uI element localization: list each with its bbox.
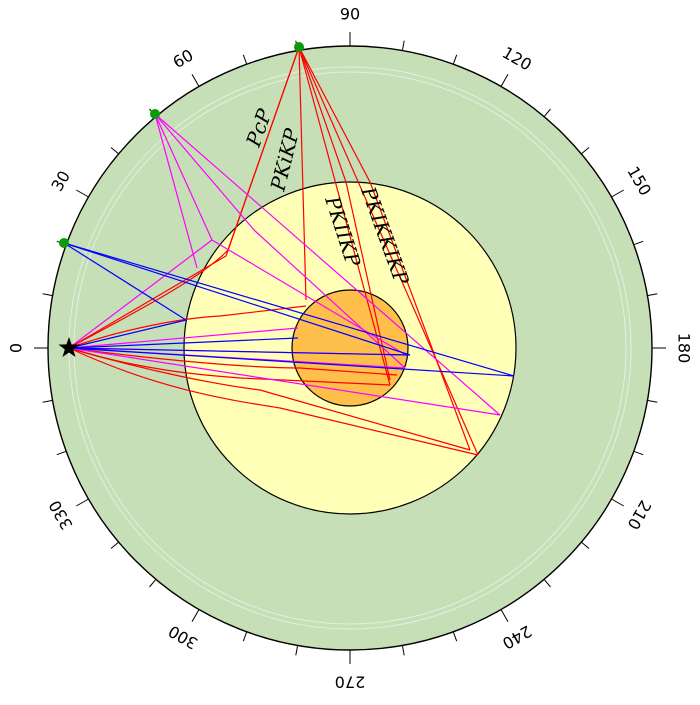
angle-tick — [242, 54, 248, 65]
ray-red-pcp — [68, 46, 300, 349]
angle-tick — [633, 450, 644, 456]
station-circle-icon — [59, 238, 69, 248]
angle-label: 150 — [623, 163, 655, 199]
ray-red-to-299-b — [298, 46, 391, 386]
angle-label: 180 — [675, 333, 694, 364]
angle-tick — [580, 541, 590, 549]
angle-label: 240 — [499, 621, 535, 653]
angle-tick — [56, 450, 67, 456]
angle-label: 90 — [340, 5, 360, 24]
ray-blue-2 — [63, 242, 411, 356]
angle-tick — [76, 189, 89, 198]
ray-blue-1 — [63, 242, 187, 321]
angle-tick — [191, 609, 200, 622]
angle-tick — [149, 578, 157, 588]
ray-magenta-5 — [68, 239, 213, 349]
angle-label: 0 — [7, 343, 26, 353]
ray-paths — [63, 46, 515, 456]
inner-core — [291, 289, 409, 407]
ray-red-src-1 — [68, 305, 307, 349]
ray-blue-6 — [68, 347, 411, 356]
angle-tick — [647, 399, 658, 403]
ray-blue-4 — [68, 319, 187, 349]
ray-red-pkiikp — [298, 46, 391, 381]
ray-magenta-3 — [154, 113, 406, 369]
angle-tick — [76, 498, 89, 507]
ray-red-to-299-a — [298, 46, 479, 456]
angle-tick — [295, 645, 299, 656]
source-star-icon — [58, 337, 80, 357]
angle-tick — [42, 293, 53, 297]
angle-tick — [242, 631, 248, 642]
angle-tick — [452, 631, 458, 642]
angle-label: 300 — [165, 621, 201, 653]
angle-tick — [611, 498, 624, 507]
angle-tick — [647, 293, 658, 297]
angle-tick — [543, 578, 551, 588]
ray-red-src-2 — [68, 347, 398, 376]
angle-tick — [401, 645, 405, 656]
angle-label: 120 — [499, 43, 535, 75]
angle-tick — [42, 399, 53, 403]
angle-tick — [633, 240, 644, 246]
angle-tick — [110, 147, 120, 155]
ray-blue-3 — [63, 242, 515, 377]
ray-magenta-1 — [154, 113, 198, 269]
angle-tick — [500, 74, 509, 87]
angle-tick — [500, 609, 509, 622]
ray-magenta-6 — [68, 327, 299, 349]
angle-label: 60 — [169, 45, 196, 72]
ray-red-src-4 — [68, 347, 471, 451]
ray-red-src-5 — [68, 347, 479, 456]
ray-blue-7 — [68, 347, 515, 377]
ray-red-pkikp-1 — [68, 46, 300, 349]
ray-blue-5 — [68, 337, 299, 349]
angle-tick — [452, 54, 458, 65]
angle-label: 330 — [45, 497, 77, 533]
angle-label: 30 — [47, 167, 74, 194]
angle-label: 270 — [335, 673, 366, 692]
station-circle-icon — [294, 42, 304, 52]
angle-tick — [580, 147, 590, 155]
angle-tick — [611, 189, 624, 198]
angle-tick — [401, 40, 405, 51]
station-circle-icon — [150, 109, 160, 119]
angle-tick — [110, 541, 120, 549]
ray-red-pkikp-2 — [298, 46, 307, 301]
ray-magenta-9 — [68, 347, 501, 416]
angle-tick — [191, 74, 200, 87]
ray-magenta-4 — [154, 113, 501, 416]
angle-tick — [543, 108, 551, 118]
angle-label: 210 — [623, 497, 655, 533]
